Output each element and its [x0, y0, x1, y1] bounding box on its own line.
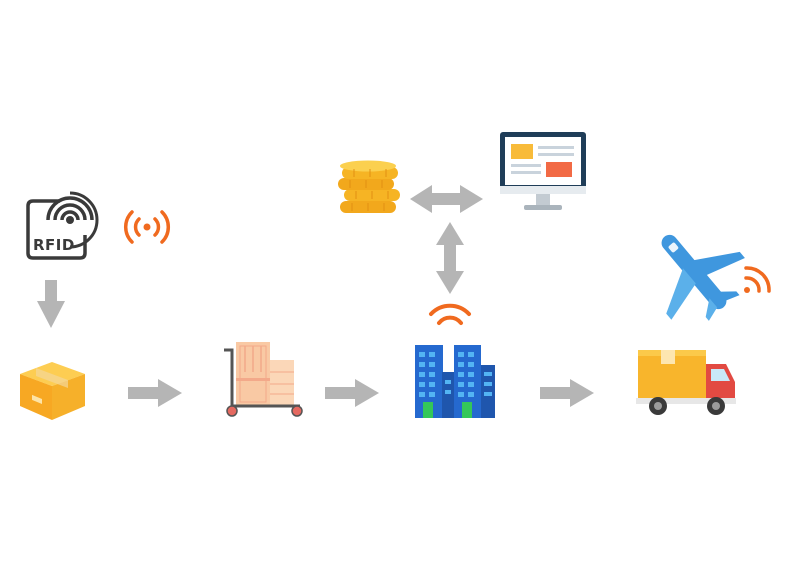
arrow-rfid-to-package — [37, 280, 65, 328]
radio-waves-icon — [124, 210, 170, 244]
double-arrow-monitor-building — [436, 222, 464, 294]
airplane-signal-icon — [744, 266, 771, 293]
airplane-icon — [661, 234, 745, 321]
rfid-label: RFID — [33, 236, 75, 254]
hand-truck-with-boxes-icon — [224, 342, 303, 417]
arrow-cart-to-building — [325, 379, 379, 407]
office-buildings-icon — [415, 345, 495, 418]
cardboard-box-icon — [20, 362, 85, 420]
delivery-truck-icon — [636, 350, 736, 415]
arrow-building-to-truck — [540, 379, 594, 407]
arrow-package-to-cart — [128, 379, 182, 407]
building-signal-icon — [429, 303, 471, 325]
double-arrow-coins-monitor — [410, 185, 483, 213]
coin-stack-icon — [338, 160, 400, 213]
desktop-monitor-icon — [500, 132, 586, 210]
rfid-tag-icon: RFID — [26, 191, 99, 260]
